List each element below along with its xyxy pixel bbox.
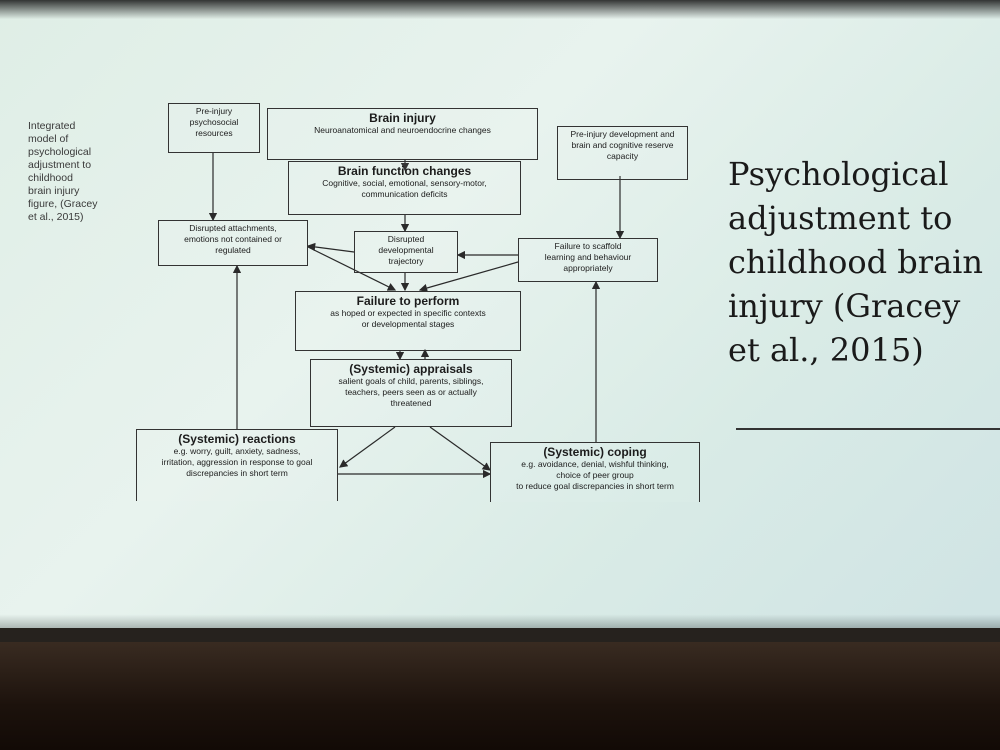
box-disrupted-trajectory: Disrupted developmental trajectory <box>354 231 458 273</box>
coping-body: e.g. avoidance, denial, wishful thinking… <box>516 459 674 491</box>
arrow-appraisals-to-coping <box>429 426 491 471</box>
arrow-appraisals-to-reactions <box>339 426 396 468</box>
room-floor <box>0 640 1000 750</box>
disrupted-attachments-text: Disrupted attachments, emotions not cont… <box>184 223 282 255</box>
brain-injury-body: Neuroanatomical and neuroendocrine chang… <box>314 125 491 135</box>
arrow-trajectory-to-attachments <box>306 242 355 253</box>
failure-to-perform-title: Failure to perform <box>356 294 460 308</box>
brain-function-title: Brain function changes <box>337 164 472 178</box>
box-pre-injury-development: Pre-injury development and brain and cog… <box>557 126 688 180</box>
appraisals-body: salient goals of child, parents, sibling… <box>338 376 484 408</box>
box-brain-function-changes: Brain function changes Cognitive, social… <box>288 161 521 215</box>
appraisals-title: (Systemic) appraisals <box>349 362 473 376</box>
brain-injury-title: Brain injury <box>369 111 436 125</box>
pre-injury-resources-text: Pre-injury psychosocial resources <box>189 106 239 138</box>
disrupted-trajectory-text: Disrupted developmental trajectory <box>378 234 434 266</box>
failure-to-perform-body: as hoped or expected in specific context… <box>330 308 486 329</box>
brain-function-body: Cognitive, social, emotional, sensory-mo… <box>322 178 487 199</box>
pre-injury-development-text: Pre-injury development and brain and cog… <box>570 129 675 161</box>
box-failure-to-perform: Failure to perform as hoped or expected … <box>295 291 521 351</box>
box-disrupted-attachments: Disrupted attachments, emotions not cont… <box>158 220 308 266</box>
box-systemic-coping: (Systemic) coping e.g. avoidance, denial… <box>490 442 700 502</box>
failure-to-scaffold-text: Failure to scaffold learning and behavio… <box>544 241 632 273</box>
coping-title: (Systemic) coping <box>543 445 647 459</box>
reactions-body: e.g. worry, guilt, anxiety, sadness, irr… <box>161 446 313 478</box>
box-pre-injury-resources: Pre-injury psychosocial resources <box>168 103 260 153</box>
box-systemic-appraisals: (Systemic) appraisals salient goals of c… <box>310 359 512 427</box>
reactions-title: (Systemic) reactions <box>178 432 296 446</box>
box-brain-injury: Brain injury Neuroanatomical and neuroen… <box>267 108 538 160</box>
box-systemic-reactions: (Systemic) reactions e.g. worry, guilt, … <box>136 429 338 501</box>
box-failure-to-scaffold: Failure to scaffold learning and behavio… <box>518 238 658 282</box>
projection-screen: Integrated model of psychological adjust… <box>0 0 1000 640</box>
screen-bottom-frame <box>0 628 1000 642</box>
